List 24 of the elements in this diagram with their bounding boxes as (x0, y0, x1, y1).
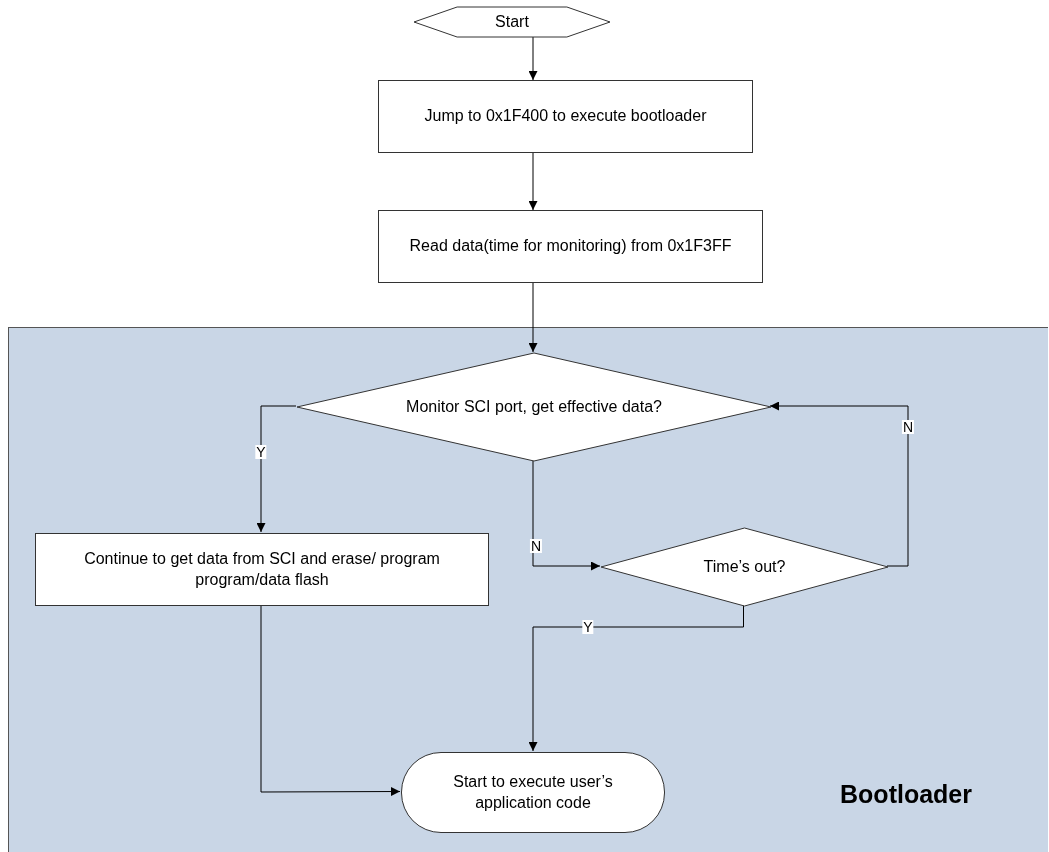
region-band (8, 327, 1048, 852)
decision-text: Monitor SCI port, get effective data? (406, 396, 662, 417)
arrow (769, 401, 909, 567)
edge-label: N (529, 539, 543, 553)
terminal-text: Start to execute user’s application code (452, 771, 614, 813)
process-text: Read data(time for monitoring) from 0x1F3FF (409, 236, 732, 257)
decision-text: Time’s out? (703, 556, 786, 577)
process-box (378, 210, 763, 283)
arrow (528, 152, 538, 211)
process-box (35, 533, 489, 606)
process-text: Jump to 0x1F400 to execute bootloader (424, 106, 707, 127)
start-label: Start (495, 11, 529, 32)
arrow (528, 36, 538, 81)
process-box (378, 80, 753, 153)
arrow (528, 282, 538, 353)
region-title: Bootloader (840, 780, 972, 809)
arrow (532, 459, 601, 571)
edge-label: Y (582, 620, 594, 634)
edge-label: N (901, 420, 915, 434)
arrow (260, 604, 401, 797)
arrow (256, 405, 297, 533)
process-text: Continue to get data from SCI and erase/ program program/data flash (83, 548, 441, 590)
edge-label: Y (255, 445, 267, 459)
arrow (528, 604, 744, 752)
